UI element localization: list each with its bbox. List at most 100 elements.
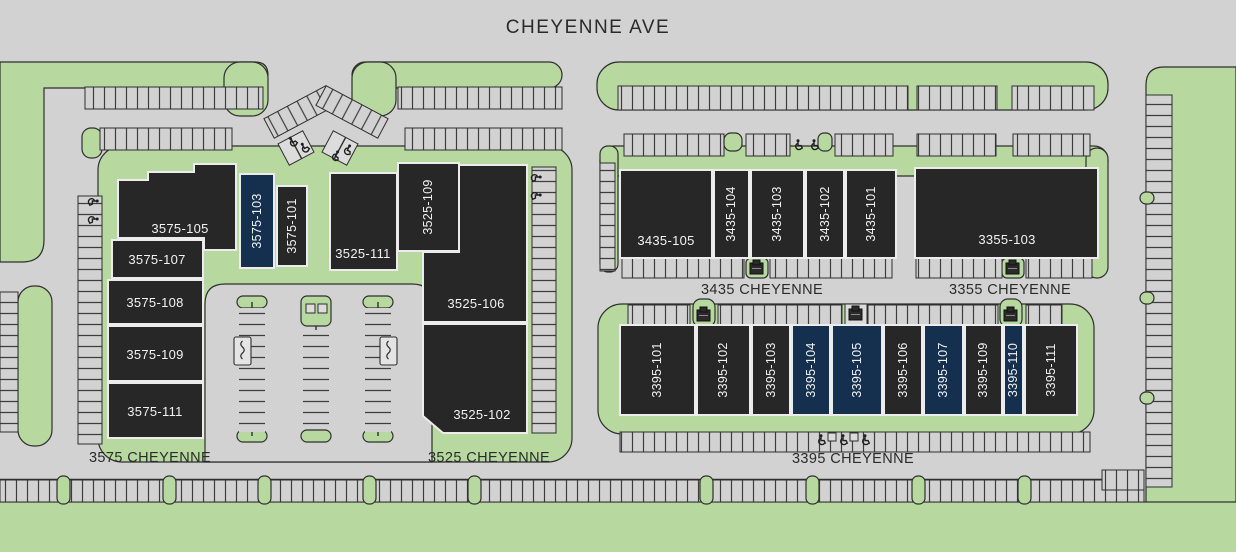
parking-row: [745, 133, 791, 157]
unit-3575-105[interactable]: [117, 163, 237, 251]
parking-row: [1012, 133, 1091, 157]
landscape-bump: [911, 475, 926, 505]
parking-row: [621, 257, 745, 279]
landscape-bump: [1139, 291, 1155, 305]
unit-label: 3435-104: [724, 186, 738, 241]
unit-label: 3435-102: [818, 186, 832, 241]
unit-label: 3525-111: [335, 246, 390, 261]
parking-column: [0, 291, 19, 433]
unit-3395-101[interactable]: [619, 324, 696, 416]
stall-post: [827, 432, 837, 442]
unit-label: 3395-101: [650, 342, 664, 397]
building-3525: 3525-111 3525-109 3525-106 3525-102: [329, 162, 528, 434]
unit-label: 3395-105: [850, 342, 864, 397]
parking-row: [717, 304, 843, 327]
building-3395: 3395-101 3395-102 3395-103 3395-104 3395…: [619, 324, 1078, 416]
building-address-3525: 3525 CHEYENNE: [428, 450, 550, 466]
unit-3575-111[interactable]: [107, 382, 204, 439]
unit-3395-104[interactable]: [791, 324, 831, 416]
unit-label: 3395-110: [1006, 343, 1020, 397]
parking-row: [769, 257, 893, 279]
unit-3355-103[interactable]: [914, 167, 1099, 259]
unit-label: 3435-105: [637, 233, 694, 248]
unit-3575-103[interactable]: [239, 173, 275, 269]
buildings-layer: 3575-105 3575-103 3575-101 3575-107 3575…: [107, 162, 1099, 439]
unit-3525-111[interactable]: [329, 172, 398, 271]
landscape-bump: [817, 132, 833, 152]
parking-row: [916, 85, 998, 111]
parking-layer: [0, 85, 1173, 505]
unit-3435-101[interactable]: [845, 169, 897, 259]
island-stalls: [365, 308, 391, 432]
parking-row: [834, 133, 894, 157]
unit-label: 3525-106: [447, 296, 504, 311]
landscape-bump: [257, 475, 272, 505]
unit-3395-109[interactable]: [964, 324, 1003, 416]
unit-3525-106[interactable]: [422, 164, 528, 323]
unit-3395-103[interactable]: [751, 324, 791, 416]
unit-3395-110[interactable]: [1003, 324, 1024, 416]
unit-3395-102[interactable]: [696, 324, 751, 416]
landscape-finger: [81, 127, 103, 159]
unit-3575-109[interactable]: [107, 325, 204, 382]
building-address-3435: 3435 CHEYENNE: [701, 282, 823, 298]
building-3575: 3575-105 3575-103 3575-101 3575-107 3575…: [107, 163, 308, 439]
parking-row: [1011, 85, 1095, 111]
parking-row: [84, 86, 264, 110]
landscape-bottom: [0, 501, 1236, 552]
stall-post: [849, 432, 859, 442]
unit-3395-106[interactable]: [883, 324, 923, 416]
building-address-3395: 3395 CHEYENNE: [792, 451, 914, 467]
parking-row: [1025, 257, 1093, 279]
cart-corral-icon: [233, 336, 252, 366]
parking-row: [404, 127, 563, 151]
unit-label: 3395-107: [936, 342, 950, 397]
parking-column: [531, 166, 557, 434]
unit-3575-101[interactable]: [276, 185, 308, 267]
unit-label: 3395-103: [764, 342, 778, 397]
unit-label: 3525-102: [453, 407, 510, 422]
unit-3435-105[interactable]: [619, 169, 713, 259]
cart-corral-icon: [379, 336, 398, 366]
parking-row: [99, 127, 233, 151]
building-3355: 3355-103: [914, 167, 1099, 259]
unit-label: 3575-108: [126, 295, 183, 310]
labels-layer: CHEYENNE AVE 3575 CHEYENNE 3525 CHEYENNE…: [89, 17, 1071, 467]
unit-label: 3575-111: [127, 404, 182, 419]
unit-3395-107[interactable]: [923, 324, 964, 416]
landscape-bump: [56, 475, 71, 505]
parking-row: [397, 86, 563, 110]
landscape-bump: [1139, 391, 1155, 405]
unit-3525-102[interactable]: [422, 323, 528, 434]
parking-row: [915, 257, 1003, 279]
parking-row: [617, 85, 909, 111]
parking-row: [627, 304, 691, 327]
unit-3435-102[interactable]: [805, 169, 845, 259]
parking-row: [1101, 469, 1145, 491]
unit-label: 3575-109: [126, 347, 183, 362]
landscape-bump: [805, 475, 820, 505]
unit-3575-108[interactable]: [107, 279, 204, 325]
parking-row: [619, 431, 1091, 453]
parking-row: [867, 304, 999, 327]
unit-3575-107[interactable]: [111, 239, 204, 279]
unit-label: 3395-111: [1044, 343, 1058, 396]
enclosure-square: [305, 303, 316, 314]
island-cap: [300, 429, 332, 443]
unit-label: 3435-103: [770, 186, 784, 241]
unit-3395-111[interactable]: [1024, 324, 1078, 416]
unit-label: 3395-106: [896, 342, 910, 397]
landscape-bump: [1017, 475, 1032, 505]
parking-row: [623, 133, 725, 157]
unit-label: 3575-107: [128, 252, 185, 267]
unit-label: 3355-103: [978, 232, 1035, 247]
unit-label: 3575-103: [250, 193, 264, 248]
enclosure-square: [317, 303, 328, 314]
landscape-bump: [1139, 191, 1155, 205]
unit-3395-105[interactable]: [831, 324, 883, 416]
unit-label: 3575-101: [285, 198, 299, 253]
unit-3435-103[interactable]: [750, 169, 805, 259]
unit-3435-104[interactable]: [713, 169, 750, 259]
island-stalls: [239, 308, 265, 432]
